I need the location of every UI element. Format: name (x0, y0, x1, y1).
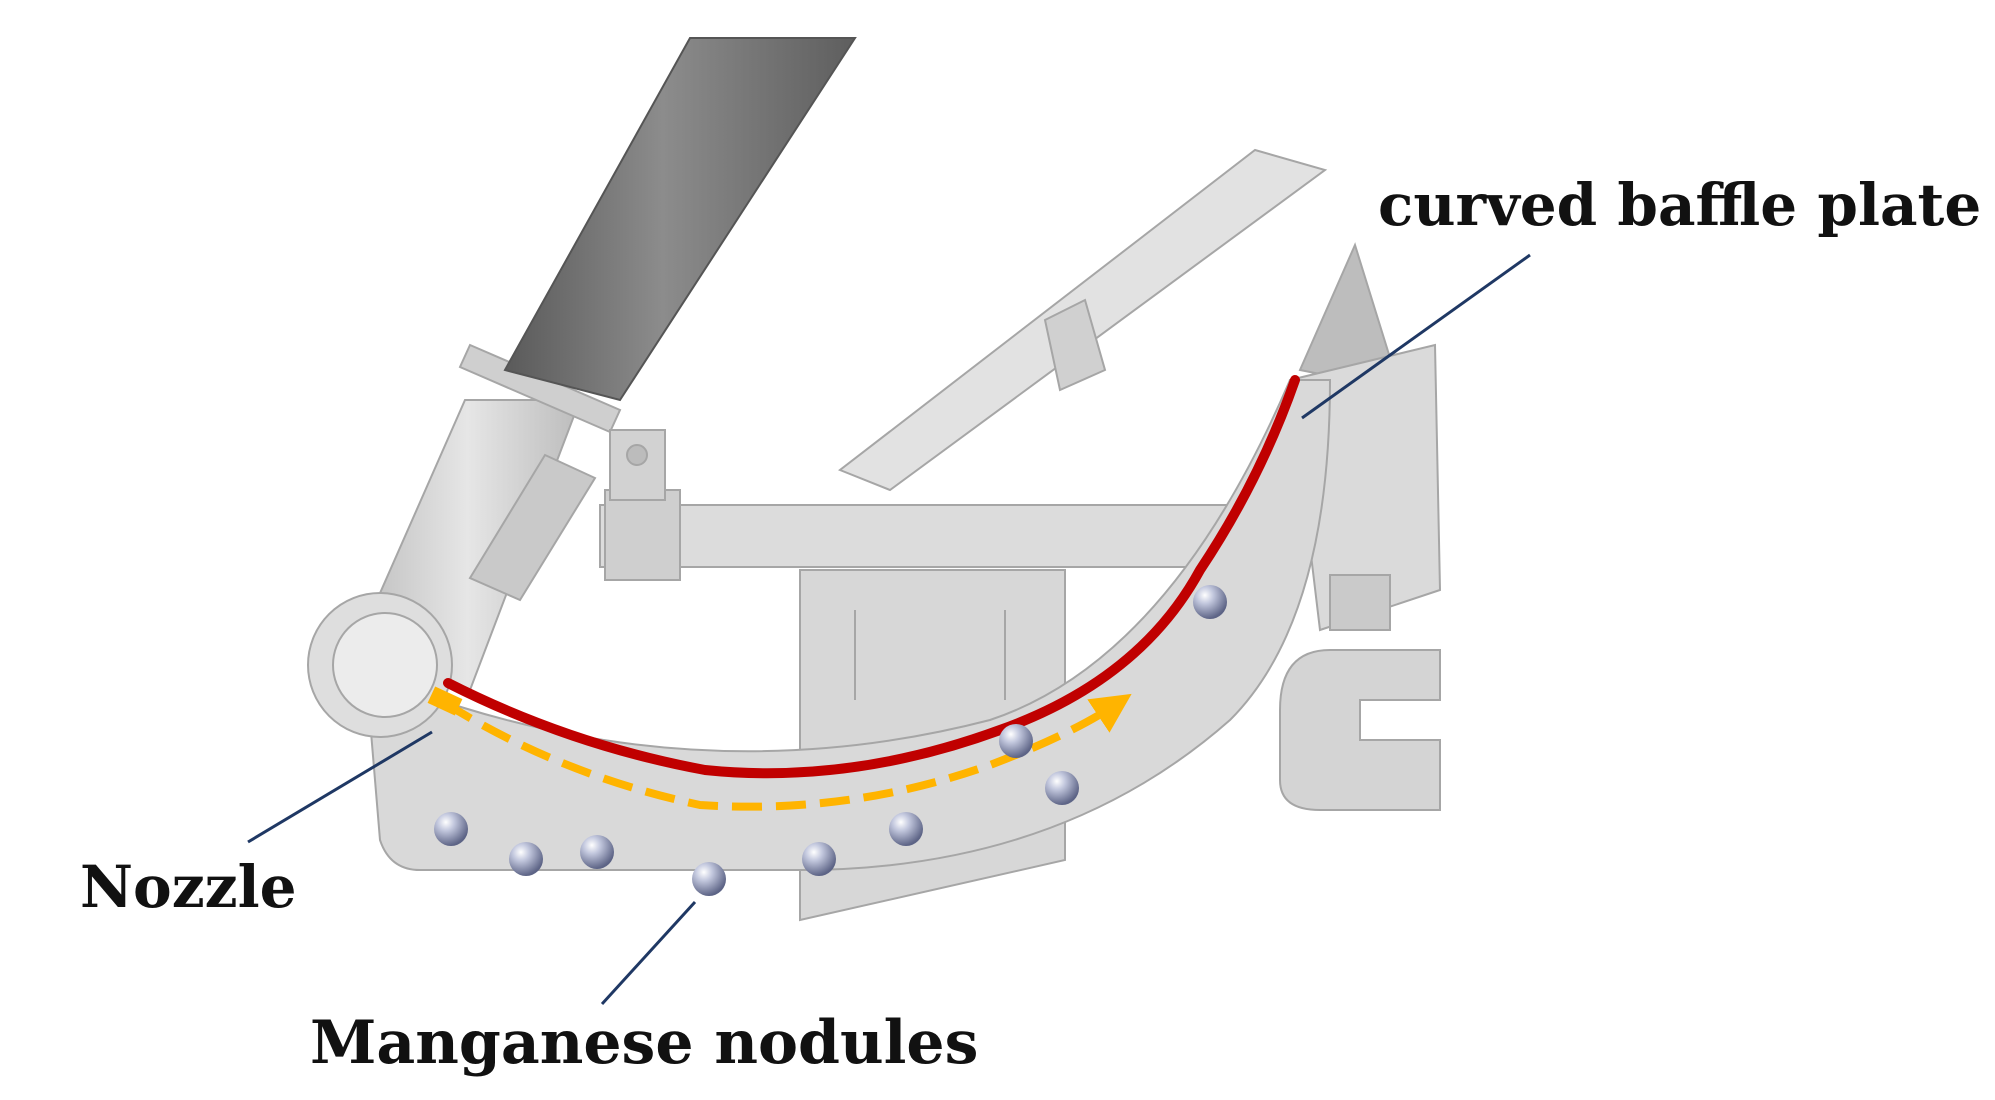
nozzle-label: Nozzle (80, 853, 297, 921)
flow-arrow (442, 693, 1132, 811)
baffle-label: curved baffle plate (1378, 171, 1981, 239)
collector-machine (307, 148, 1442, 922)
hose (503, 37, 857, 402)
beam-block (604, 489, 681, 581)
nodule (580, 835, 614, 869)
nodule (889, 812, 923, 846)
baffle-leader-line (1301, 253, 1531, 420)
side-pipe (1279, 649, 1441, 811)
nodule (999, 724, 1033, 758)
nodules-label: Manganese nodules (310, 1008, 978, 1078)
nodule (1045, 771, 1079, 805)
nodule (692, 862, 726, 896)
nozzle-leader-line (247, 730, 433, 844)
nozzle-marker (427, 686, 463, 716)
right-box-clamp (1329, 574, 1391, 631)
pipe-flange (468, 453, 597, 602)
nodule (1193, 585, 1227, 619)
nodule (509, 842, 543, 876)
frame-beam (599, 504, 1251, 568)
nodules-leader-line (600, 900, 697, 1006)
pipe-joint-bolt (626, 444, 648, 466)
nodule (434, 812, 468, 846)
curved-baffle-plate (443, 375, 1300, 779)
manganese-nodules (434, 585, 1227, 896)
nodule (802, 842, 836, 876)
pipe-end-inner (332, 612, 438, 718)
arm-bracket (1043, 298, 1107, 392)
